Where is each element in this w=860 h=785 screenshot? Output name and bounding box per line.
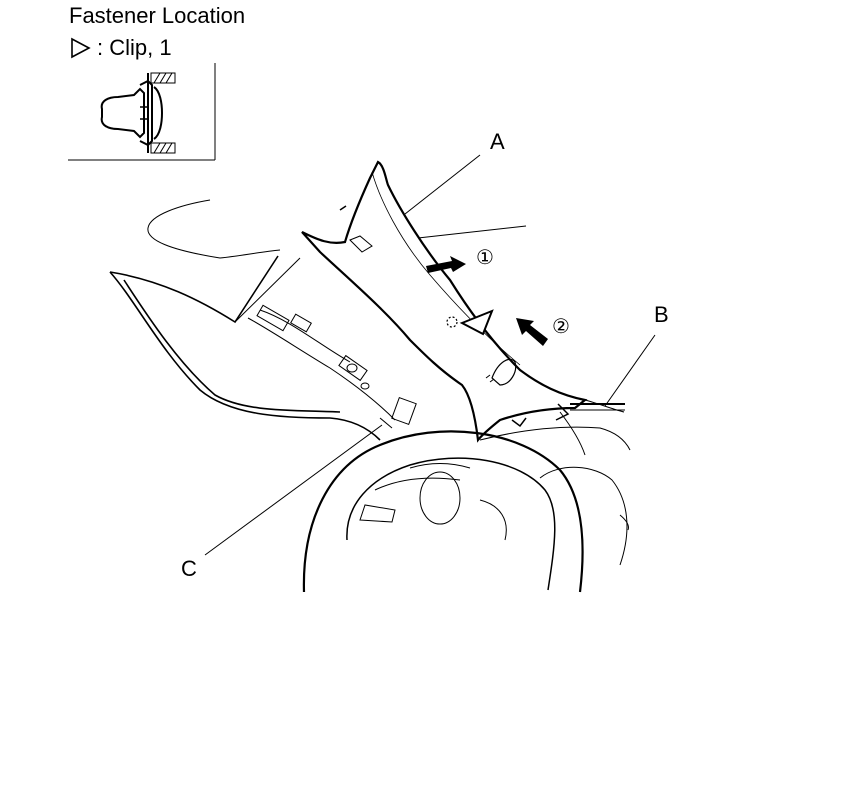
step-2-label: ② [552,314,570,338]
step-1-label: ① [476,245,494,269]
arrow-icon [426,256,466,273]
legend-clip: : Clip, 1 [69,35,172,61]
dashboard-edge-b [570,403,625,411]
callout-c: C [181,556,197,581]
triangle-outline-icon [71,37,91,59]
arrow-icon [516,318,548,346]
windshield-outline [147,199,527,259]
dashboard [479,399,631,566]
clip-location-marker [459,309,494,336]
pillar-interior [234,257,417,429]
callout-a: A [490,129,505,154]
clip-detail-inset [68,63,216,161]
instrument-cluster [359,463,507,541]
page-title: Fastener Location [69,3,246,28]
leader-lines [204,154,656,556]
door-frame [109,255,381,441]
steering-wheel [302,430,584,593]
pillar-trim-a [301,160,588,443]
legend-label: : Clip, 1 [97,35,172,60]
callout-b: B [654,302,669,327]
